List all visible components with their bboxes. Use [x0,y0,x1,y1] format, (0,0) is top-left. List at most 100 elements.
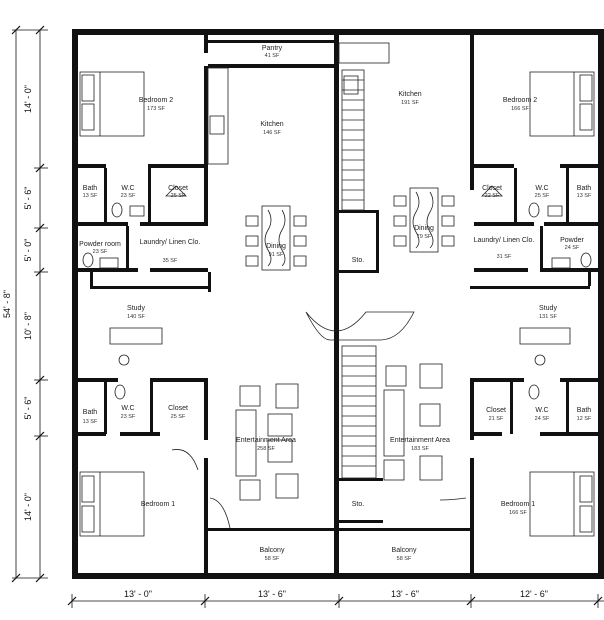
bed-icon [79,471,145,537]
dining-table-icon [409,187,439,253]
sink-icon [547,205,563,217]
dim-bottom-3: 12' - 6" [520,589,548,599]
left-dimension-labels: 14' - 0" 5' - 6" 5' - 0" 10' - 8" 5' - 6… [2,85,33,521]
label-bedroom1-left: Bedroom 1 [141,501,175,508]
bed-icon [79,71,145,137]
bed-icon [529,471,595,537]
label-ent-right: Entertainment Area [390,437,450,444]
label-closet-ur: Closet [482,185,502,192]
toilet-icon [114,384,126,400]
dim-bottom-1: 13' - 6" [258,589,286,599]
area-dining-left: 91 SF [269,252,284,258]
dining-table-icon [261,205,291,271]
dim-left-3: 10' - 8" [23,312,33,340]
dim-bottom-2: 13' - 6" [391,589,419,599]
label-dining-right: Dining [414,225,434,232]
label-closet-ul: Closet [168,185,188,192]
label-wc-ll: W.C [121,405,134,412]
area-kitchen-left: 146 SF [263,130,281,136]
area-bath-lr: 12 SF [577,416,592,422]
dim-overall: 54' - 8" [2,290,12,318]
label-kitchen-left: Kitchen [260,121,283,128]
area-kitchen-right: 191 SF [401,100,419,106]
dim-left-2: 5' - 0" [23,239,33,262]
area-powder-left: 23 SF [93,249,108,255]
label-bath-ll: Bath [83,409,98,416]
label-closet-lr: Closet [486,407,506,414]
area-study-left: 140 SF [127,314,145,320]
area-dining-right: 79 SF [417,234,432,240]
desk-icon [519,327,571,345]
label-dining-left: Dining [266,243,286,250]
area-laundry-right: 31 SF [497,254,512,260]
walls [72,29,604,579]
fixtures [79,42,595,537]
label-powder-left: Powder room [79,241,121,248]
label-pantry: Pantry [262,45,283,52]
kitchen-counter [207,67,229,165]
label-bath-ur: Bath [577,185,592,192]
dim-left-5: 14' - 0" [23,493,33,521]
sink-icon [99,257,119,269]
area-balcony-right: 58 SF [397,556,412,562]
area-bedroom2-left: 173 SF [147,106,165,112]
dim-left-0: 14' - 0" [23,85,33,113]
area-bath-ur: 13 SF [577,193,592,199]
label-wc-ur: W.C [535,185,548,192]
bed-icon [529,71,595,137]
dim-bottom-0: 13' - 0" [124,589,152,599]
cooktop-icon [209,115,225,135]
label-wc-lr: W.C [535,407,548,414]
area-bedroom2-right: 166 SF [511,106,529,112]
area-bath-ul: 13 SF [83,193,98,199]
chair-icon [534,354,546,366]
area-closet-ll: 25 SF [171,414,186,420]
sink-icon [551,257,571,269]
area-ent-right: 183 SF [411,446,429,452]
area-wc-ll: 23 SF [121,414,136,420]
area-closet-ul: 25 SF [171,193,186,199]
area-balcony-left: 58 SF [265,556,280,562]
label-bedroom2-left: Bedroom 2 [139,97,173,104]
dimension-ticks [11,25,603,606]
toilet-icon [528,384,540,400]
label-bedroom2-right: Bedroom 2 [503,97,537,104]
area-wc-lr: 24 SF [535,416,550,422]
chair-icon [118,354,130,366]
bottom-dimension-labels: 13' - 0" 13' - 6" 13' - 6" 12' - 6" [124,589,548,599]
dim-left-1: 5' - 6" [23,187,33,210]
sofa-icon [235,409,257,477]
area-closet-ur: 22 SF [485,193,500,199]
label-laundry-right: Laundry/ Linen Clo. [474,237,535,244]
toilet-icon [528,202,540,218]
area-laundry-left: 35 SF [163,258,178,264]
label-ent-left: Entertainment Area [236,437,296,444]
stairs-upper [341,69,365,211]
label-study-right: Study [539,305,557,312]
label-powder-right: Powder [560,237,584,244]
label-bath-ul: Bath [83,185,98,192]
kitchen-counter [338,42,390,64]
area-closet-lr: 21 SF [489,416,504,422]
area-ent-left: 258 SF [257,446,275,452]
toilet-icon [82,252,94,268]
label-study-left: Study [127,305,145,312]
label-bedroom1-right: Bedroom 1 [501,501,535,508]
sink-icon [129,205,145,217]
area-wc-ul: 23 SF [121,193,136,199]
label-wc-ul: W.C [121,185,134,192]
area-study-right: 131 SF [539,314,557,320]
toilet-icon [580,252,592,268]
label-balcony-left: Balcony [260,547,285,554]
label-sto-upper: Sto. [352,257,365,264]
label-balcony-right: Balcony [392,547,417,554]
area-bedroom1-right: 166 SF [509,510,527,516]
label-kitchen-right: Kitchen [398,91,421,98]
room-labels: Bedroom 2 173 SF Pantry 41 SF Kitchen 14… [79,45,592,562]
dimension-lines [12,29,604,608]
area-pantry: 41 SF [265,53,280,59]
area-wc-ur: 25 SF [535,193,550,199]
toilet-icon [111,202,123,218]
label-sto-lower: Sto. [352,501,365,508]
